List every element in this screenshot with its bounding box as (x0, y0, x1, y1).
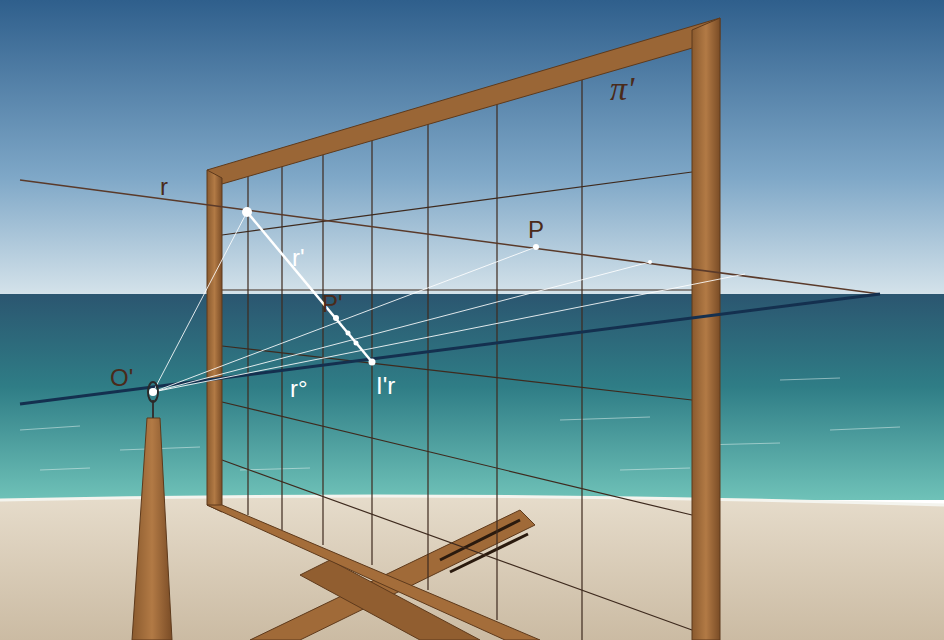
visual-rays (153, 212, 745, 392)
point-label: P (528, 218, 544, 242)
line-r (20, 180, 880, 294)
sight-post (132, 382, 172, 640)
point-label: I'r (376, 374, 395, 398)
point-label: O' (110, 366, 133, 390)
plane-label: π' (610, 72, 634, 106)
line-r-prime (247, 212, 372, 362)
line-label: r (160, 175, 168, 199)
sky (0, 0, 944, 294)
line-label: r' (292, 246, 305, 270)
point-label: P' (322, 292, 343, 316)
line-label: r° (290, 377, 308, 401)
points (242, 207, 652, 366)
wooden-frame (207, 18, 720, 640)
sea (0, 294, 944, 500)
line-r-zero (20, 294, 880, 404)
